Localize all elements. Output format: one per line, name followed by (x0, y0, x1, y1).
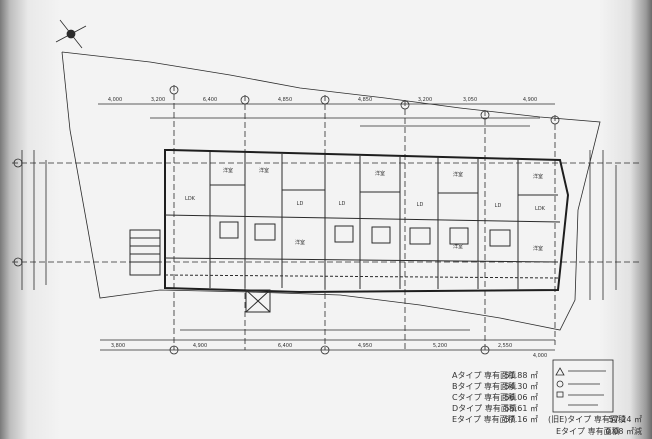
legend-value: 51.88 ㎡ (504, 371, 538, 380)
legend-label: (旧E)タイプ 専有面積 (548, 415, 626, 424)
room-label: 洋室 (223, 167, 233, 174)
dimension-text: 6,400 (203, 97, 217, 103)
dimension-text: 4,900 (523, 97, 537, 103)
room-label: 洋室 (259, 167, 269, 174)
room-label: 洋室 (533, 245, 543, 252)
dimension-text: 3,200 (418, 97, 432, 103)
dimension-text: 4,000 (108, 97, 122, 103)
room-label: LD (297, 201, 304, 207)
legend-label: Eタイプ 専有面積 (556, 427, 620, 436)
room-label: LDK (185, 196, 196, 202)
dimension-text: 5,200 (433, 343, 447, 349)
room-label: 洋室 (533, 173, 543, 180)
site-boundary (61, 51, 601, 331)
legend-value: 54.30 ㎡ (504, 382, 538, 391)
dimension-text: 2,550 (498, 343, 512, 349)
room-label: LD (495, 203, 502, 209)
legend-value: 0.08 ㎡減 (605, 427, 642, 436)
dimension-text: 4,000 (533, 353, 547, 359)
dimension-text: 4,850 (358, 97, 372, 103)
room-label: LD (339, 201, 346, 207)
legend-value: 57.24 ㎡ (608, 415, 642, 424)
legend-label: Cタイプ 専有面積 (452, 393, 517, 402)
legend-value: 57.16 ㎡ (504, 415, 538, 424)
dimension-text: 4,900 (193, 343, 207, 349)
legend-label: Bタイプ 専有面積 (452, 382, 517, 391)
room-label: 洋室 (453, 171, 463, 178)
legend-label: Aタイプ 専有面積 (452, 371, 517, 380)
legend-value: 55.61 ㎡ (504, 404, 538, 413)
dimension-text: 4,850 (278, 97, 292, 103)
dimension-text: 6,400 (278, 343, 292, 349)
dimension-text: 3,800 (111, 343, 125, 349)
room-label: LDK (535, 206, 546, 212)
room-label: LD (417, 202, 424, 208)
symbol-legend-box (552, 359, 614, 413)
building-outline (164, 149, 570, 294)
dimension-text: 3,200 (151, 97, 165, 103)
legend-label: Eタイプ 専有面積 (452, 415, 516, 424)
dimension-text: 3,050 (463, 97, 477, 103)
north-arrow-icon (55, 19, 87, 49)
dimension-text: 4,950 (358, 343, 372, 349)
room-label: 洋室 (375, 170, 385, 177)
room-label: 洋室 (295, 239, 305, 246)
room-label: 洋室 (453, 243, 463, 250)
legend-value: 56.06 ㎡ (504, 393, 538, 402)
legend-label: Dタイプ 専有面積 (452, 404, 517, 413)
